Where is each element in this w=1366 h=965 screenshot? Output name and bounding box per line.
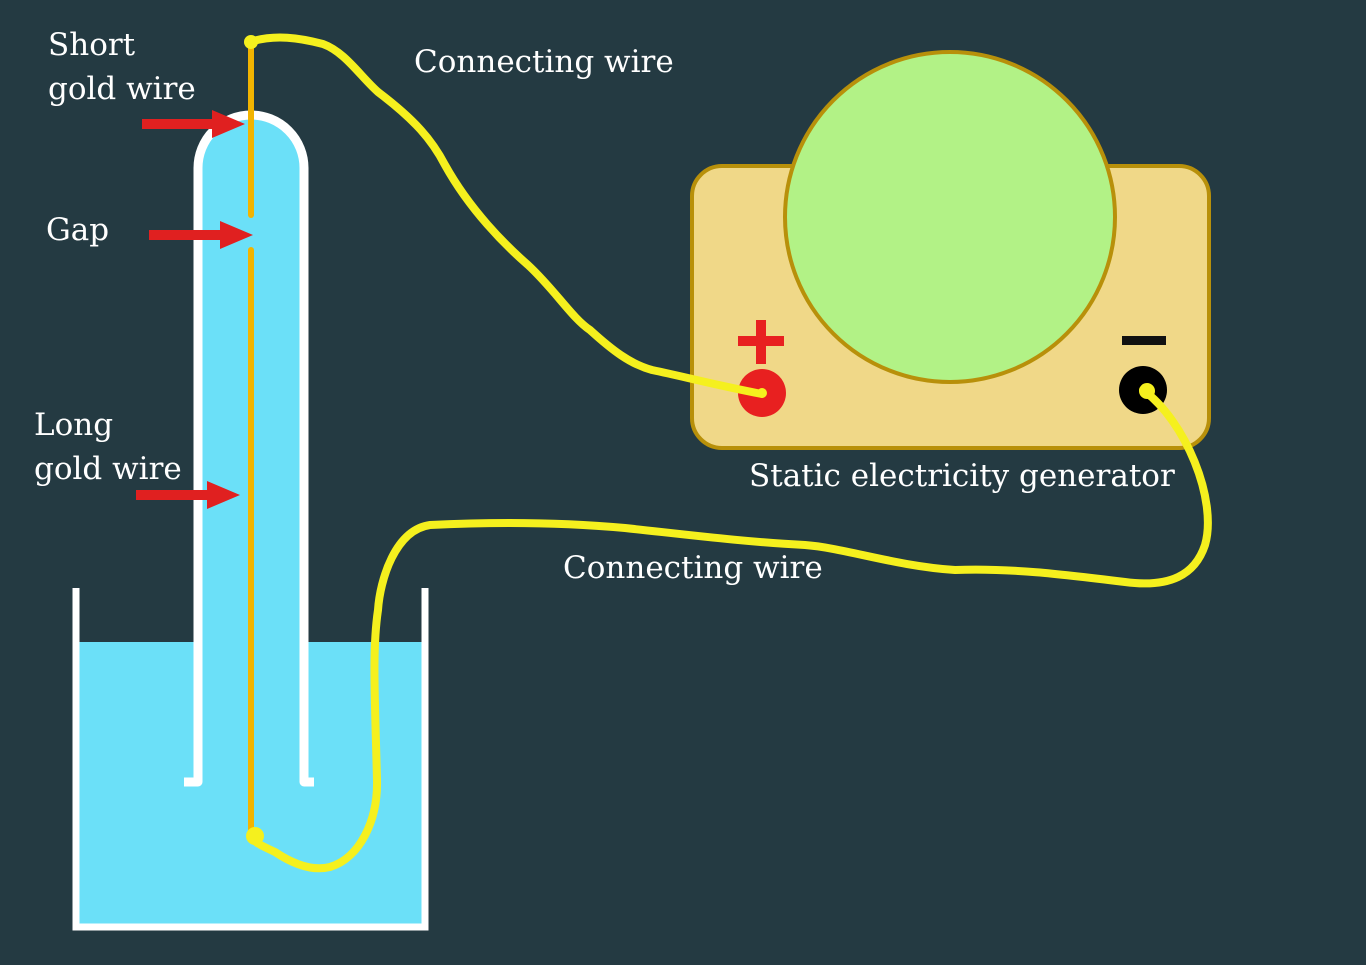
connecting-wire-bottom — [247, 386, 1212, 873]
connecting-wires — [244, 33, 1212, 873]
label-connecting-wire-top: Connecting wire — [414, 44, 674, 80]
label-generator: Static electricity generator — [749, 458, 1175, 494]
label-gap: Gap — [46, 212, 109, 248]
wire-joint-top — [244, 35, 258, 49]
wire-joint-bottom — [246, 827, 264, 845]
plus-sign-icon — [738, 320, 784, 364]
label-long-gold-wire-line1: Long — [34, 407, 113, 443]
arrow-long-gold-wire-icon — [136, 481, 240, 509]
static-electricity-generator — [690, 50, 1211, 450]
wire-joint-negative — [1139, 383, 1155, 399]
beaker-glass — [72, 588, 429, 931]
wire-joint-positive — [757, 388, 767, 398]
label-connecting-wire-bottom: Connecting wire — [563, 550, 823, 586]
pointer-arrows — [136, 110, 253, 509]
arrow-short-gold-wire-icon — [142, 110, 245, 138]
labels: Short gold wire Gap Long gold wire Conne… — [34, 27, 1175, 586]
generator-dome — [783, 50, 1117, 384]
connecting-wire-top — [246, 33, 766, 398]
arrow-gap-icon — [149, 221, 253, 249]
label-short-gold-wire-line2: gold wire — [48, 71, 196, 107]
minus-sign-icon — [1122, 336, 1166, 345]
label-short-gold-wire-line1: Short — [48, 27, 136, 63]
label-long-gold-wire-line2: gold wire — [34, 451, 182, 487]
